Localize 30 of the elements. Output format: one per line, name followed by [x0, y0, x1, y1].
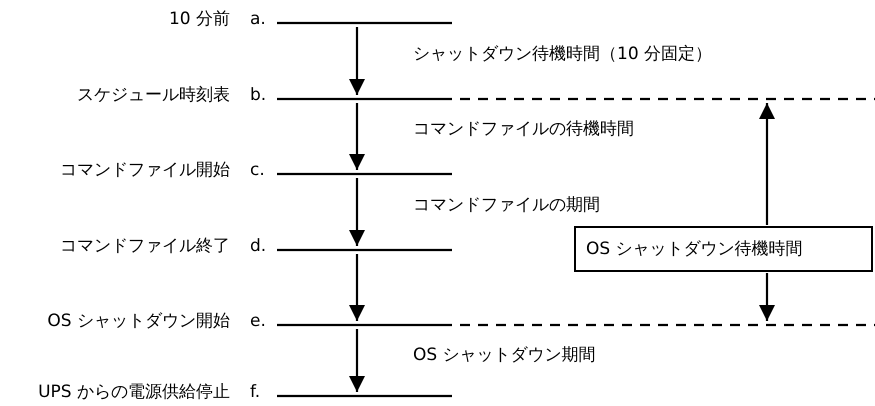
event-label: スケジュール時刻表 — [77, 85, 230, 105]
arrow — [759, 103, 775, 225]
timeline-line — [277, 96, 875, 102]
period-label: OS シャットダウン期間 — [413, 345, 596, 365]
step-letter: f. — [250, 382, 260, 402]
arrow — [349, 254, 365, 321]
event-label: コマンドファイル終了 — [60, 236, 230, 256]
step-letter: e. — [250, 311, 266, 331]
timeline-line — [277, 247, 452, 253]
event-label: UPS からの電源供給停止 — [38, 382, 230, 402]
arrow — [759, 273, 775, 321]
period-label: コマンドファイルの待機時間 — [413, 119, 634, 139]
label-box: OS シャットダウン待機時間 — [574, 226, 873, 272]
step-letter: c. — [250, 160, 265, 180]
event-label: OS シャットダウン開始 — [47, 311, 230, 331]
step-letter: a. — [250, 9, 266, 29]
step-letter: d. — [250, 236, 266, 256]
arrow — [349, 27, 365, 95]
event-label: 10 分前 — [168, 9, 230, 29]
period-label: コマンドファイルの期間 — [413, 195, 600, 215]
timeline-line — [277, 322, 875, 328]
timeline-line — [277, 20, 452, 26]
period-label: シャットダウン待機時間（10 分固定） — [413, 44, 712, 64]
arrow — [349, 178, 365, 246]
event-label: コマンドファイル開始 — [60, 160, 230, 180]
timeline-line — [277, 171, 452, 177]
step-letter: b. — [250, 85, 266, 105]
arrow — [349, 103, 365, 170]
timeline-line — [277, 393, 452, 399]
arrow — [349, 329, 365, 392]
